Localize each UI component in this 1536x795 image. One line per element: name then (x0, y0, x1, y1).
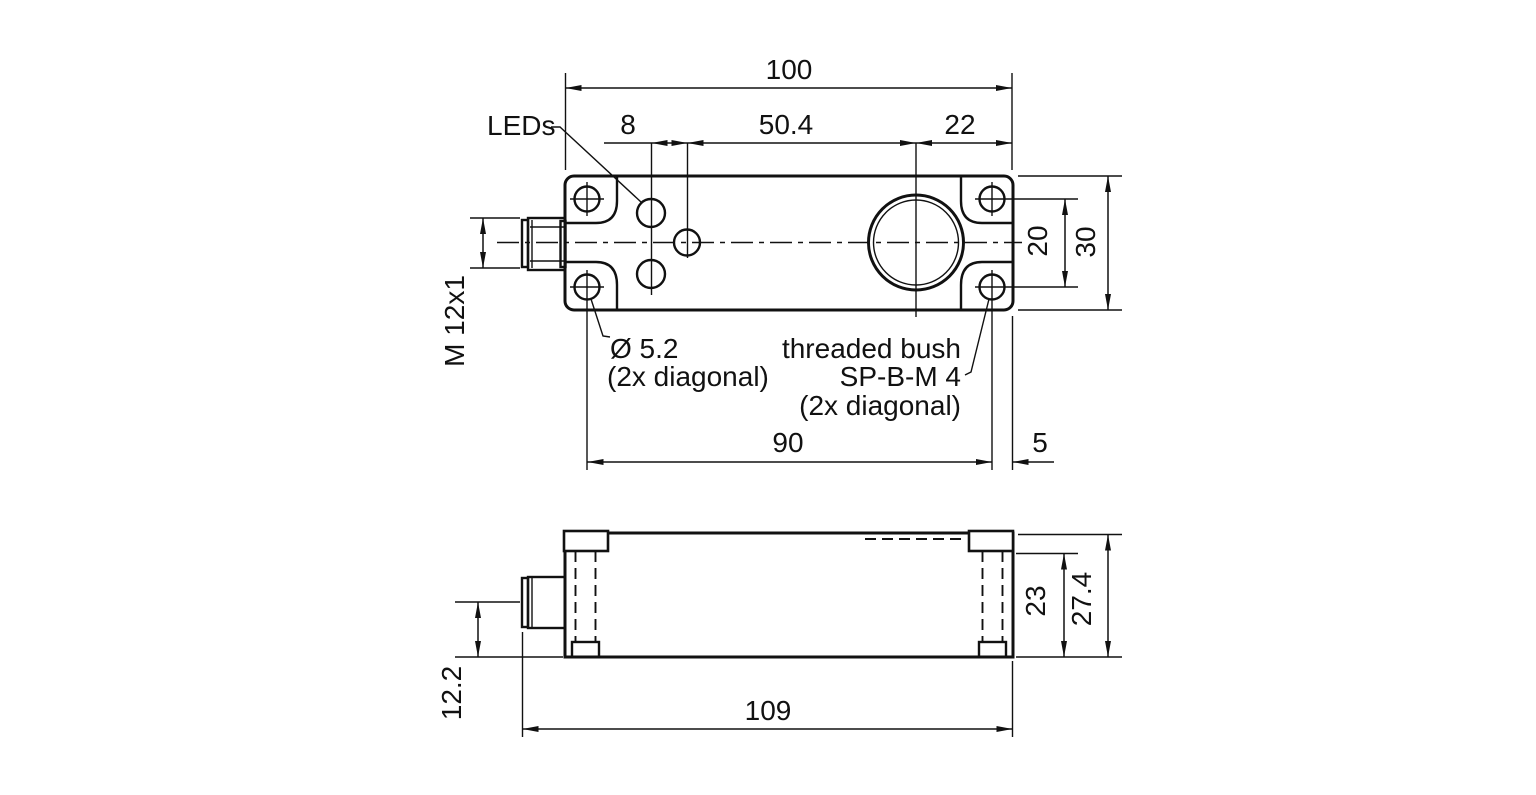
label-bush-line3: (2x diagonal) (799, 390, 961, 421)
leader-hole-diameter (590, 298, 611, 338)
dim-total-length: 109 (745, 695, 792, 726)
dim-hole-spacing-vertical: 20 (1022, 225, 1053, 256)
side-connector-face (520, 576, 530, 629)
dim-hole-spacing-horizontal: 90 (772, 427, 803, 458)
dim-side-body-height: 23 (1020, 585, 1051, 616)
label-connector-thread: M 12x1 (439, 275, 470, 367)
leader-threaded-bush (964, 298, 990, 376)
dim-face-offset: 50.4 (759, 109, 814, 140)
connector-face (520, 218, 530, 269)
bottom-recess-right (977, 640, 1008, 659)
dim-hole-to-edge: 5 (1032, 427, 1048, 458)
corner-pocket-top-right (959, 177, 1012, 225)
label-leds: LEDs (487, 110, 555, 141)
label-bush-line1: threaded bush (782, 333, 961, 364)
bush-boss-left (562, 529, 610, 553)
dim-face-to-edge: 22 (944, 109, 975, 140)
label-hole-diameter: Ø 5.2 (610, 333, 678, 364)
bottom-recess-left (570, 640, 601, 659)
corner-pocket-bottom-right (959, 260, 1012, 309)
corner-pocket-top-left (566, 177, 619, 225)
dim-body-height: 30 (1070, 226, 1101, 257)
dim-connector-center-height: 12.2 (436, 666, 467, 721)
side-connector-barrel (526, 575, 567, 630)
bush-boss-right (967, 529, 1015, 553)
top-view: 100 8 50.4 22 20 30 90 5 M 12x1 LEDs Ø 5… (439, 54, 1122, 470)
side-body-outline (563, 531, 1015, 659)
label-hole-note: (2x diagonal) (607, 361, 769, 392)
dim-total-width: 100 (766, 54, 813, 85)
leader-leds (551, 126, 642, 203)
corner-pocket-bottom-left (566, 260, 619, 309)
dim-total-height: 27.4 (1066, 572, 1097, 627)
side-view: 12.2 109 23 27.4 (436, 529, 1122, 737)
label-bush-line2: SP-B-M 4 (840, 361, 961, 392)
dim-led-spacing: 8 (620, 109, 636, 140)
